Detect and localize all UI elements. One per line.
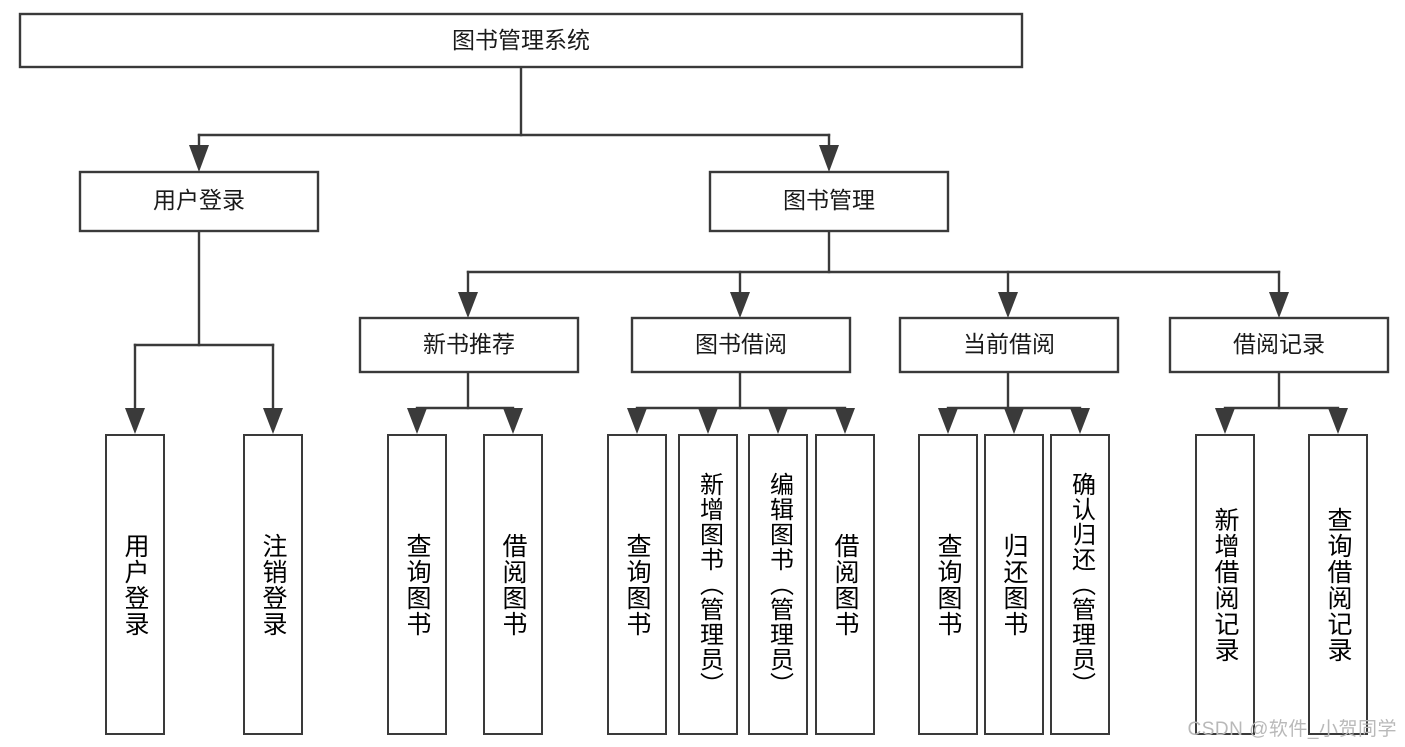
leaf-label-add-book-admin: 新增图书（管理员）: [695, 472, 723, 697]
root-node-rect: [18, 12, 1024, 69]
leaf-node-add-borrow-record[interactable]: 新增借阅记录: [1195, 434, 1255, 735]
leaf-label-query-borrow-record: 查询借阅记录: [1324, 506, 1352, 663]
arrow-to-borrow-record: [1269, 292, 1289, 318]
arrow-cb-return-book: [1004, 408, 1024, 434]
book-borrow-label: 图书借阅: [695, 331, 787, 357]
arrow-br-query-record: [1328, 408, 1348, 434]
arrow-cb-confirm-return: [1070, 408, 1090, 434]
arrow-bb-add-book: [698, 408, 718, 434]
leaf-node-logout[interactable]: 注销登录: [243, 434, 303, 735]
node-user-login[interactable]: 用户登录: [78, 170, 320, 233]
arrow-root-to-user-login: [189, 145, 209, 172]
arrow-bb-borrow-book: [835, 408, 855, 434]
book-management-node-label: 图书管理: [783, 187, 875, 213]
leaf-label-edit-book-admin: 编辑图书（管理员）: [765, 472, 793, 697]
leaf-label-query-book-borrow: 查询图书: [623, 532, 651, 637]
leaf-node-query-book-borrow[interactable]: 查询图书: [607, 434, 667, 735]
leaf-label-query-book-recommend: 查询图书: [403, 532, 431, 637]
arrow-to-logout-leaf: [263, 408, 283, 434]
root-node-label: 图书管理系统: [452, 27, 590, 53]
current-borrow-rect: [898, 316, 1120, 374]
arrow-to-current-borrow: [998, 292, 1018, 318]
edge-layer: [125, 65, 1348, 434]
leaf-label-query-book-current: 查询图书: [934, 532, 962, 637]
current-borrow-label: 当前借阅: [963, 331, 1055, 357]
book-borrow-rect: [630, 316, 852, 374]
leaf-node-user-login[interactable]: 用户登录: [105, 434, 165, 735]
arrow-nb-query-book: [407, 408, 427, 434]
book-management-node-rect: [708, 170, 950, 233]
arrow-bb-query-book: [627, 408, 647, 434]
node-root-system[interactable]: 图书管理系统: [18, 12, 1024, 69]
arrow-nb-borrow-book: [503, 408, 523, 434]
leaf-label-borrow-book-recommend: 借阅图书: [499, 532, 527, 637]
leaf-node-edit-book-admin[interactable]: 编辑图书（管理员）: [748, 434, 808, 735]
leaf-node-query-borrow-record[interactable]: 查询借阅记录: [1308, 434, 1368, 735]
borrow-record-rect: [1168, 316, 1390, 374]
node-book-management[interactable]: 图书管理: [708, 170, 950, 233]
arrow-to-book-borrow: [730, 292, 750, 318]
new-book-recommend-rect: [358, 316, 580, 374]
user-login-node-rect: [78, 170, 320, 233]
leaf-label-add-borrow-record: 新增借阅记录: [1211, 506, 1239, 663]
leaf-node-borrow-book[interactable]: 借阅图书: [815, 434, 875, 735]
leaf-label-borrow-book: 借阅图书: [831, 532, 859, 637]
arrow-cb-query-book: [938, 408, 958, 434]
leaf-label-logout: 注销登录: [259, 532, 287, 637]
leaf-node-borrow-book-recommend[interactable]: 借阅图书: [483, 434, 543, 735]
borrow-record-label: 借阅记录: [1233, 331, 1325, 357]
node-book-borrow[interactable]: 图书借阅: [630, 316, 852, 374]
arrow-br-add-record: [1215, 408, 1235, 434]
new-book-recommend-label: 新书推荐: [423, 331, 515, 357]
leaf-node-query-book-current[interactable]: 查询图书: [918, 434, 978, 735]
arrow-to-new-book-recommend: [458, 292, 478, 318]
arrow-bb-edit-book: [768, 408, 788, 434]
node-borrow-record[interactable]: 借阅记录: [1168, 316, 1390, 374]
node-new-book-recommend[interactable]: 新书推荐: [358, 316, 580, 374]
arrow-root-to-book-mgmt: [819, 145, 839, 172]
leaf-node-return-book[interactable]: 归还图书: [984, 434, 1044, 735]
user-login-node-label: 用户登录: [153, 187, 245, 213]
leaf-node-query-book-recommend[interactable]: 查询图书: [387, 434, 447, 735]
leaf-label-confirm-return-admin: 确认归还（管理员）: [1067, 472, 1095, 697]
leaf-node-confirm-return-admin[interactable]: 确认归还（管理员）: [1050, 434, 1110, 735]
leaf-label-user-login: 用户登录: [121, 532, 149, 637]
node-current-borrow[interactable]: 当前借阅: [898, 316, 1120, 374]
arrow-to-user-login-leaf: [125, 408, 145, 434]
leaf-node-add-book-admin[interactable]: 新增图书（管理员）: [678, 434, 738, 735]
leaf-label-return-book: 归还图书: [1000, 532, 1028, 637]
